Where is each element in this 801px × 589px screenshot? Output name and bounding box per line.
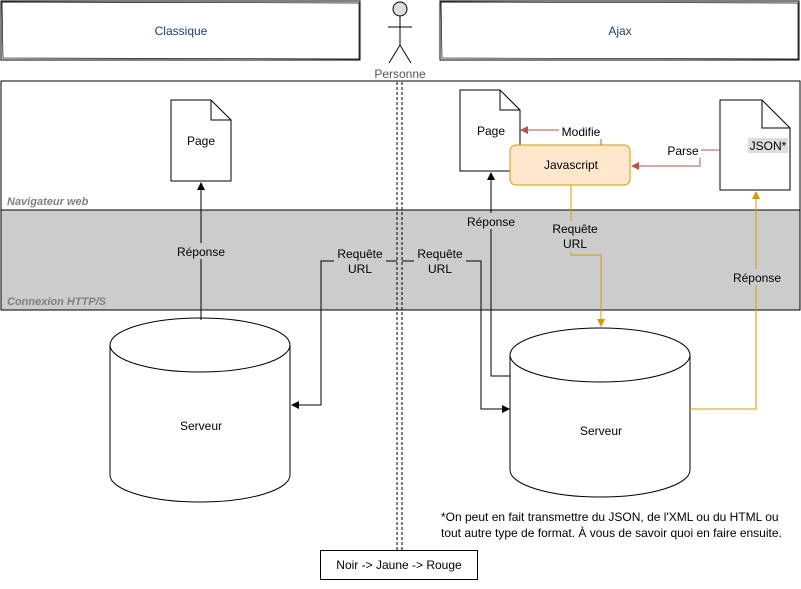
header-classique-label: Classique xyxy=(155,24,208,38)
modify-label-bg xyxy=(559,124,603,139)
classic-server-cylinder: Serveur xyxy=(109,317,291,503)
modify-label: Modifie xyxy=(562,125,601,139)
javascript-box: Javascript xyxy=(509,144,631,186)
http-band xyxy=(0,209,801,311)
ajax-response-label: Réponse xyxy=(467,215,515,229)
ajax-server-cylinder: Serveur xyxy=(509,327,691,498)
classic-server-label: Serveur xyxy=(180,419,222,433)
person-actor-icon xyxy=(388,1,412,64)
header-classique: Classique xyxy=(0,0,361,61)
header-ajax: Ajax xyxy=(439,0,800,61)
footnote: *On peut en fait transmettre du JSON, de… xyxy=(441,510,782,540)
header-ajax-label: Ajax xyxy=(608,24,631,38)
color-legend: Noir -> Jaune -> Rouge xyxy=(320,550,478,580)
json-response-arrow xyxy=(690,191,760,410)
classic-request-label-1: Requête xyxy=(337,247,383,261)
js-request-bg xyxy=(548,221,600,252)
ajax-page-document: Page xyxy=(459,89,521,172)
classic-page-label: Page xyxy=(187,134,215,148)
js-request-label-1: Requête xyxy=(552,222,598,236)
actor-label: Personne xyxy=(374,67,426,81)
ajax-server-label: Serveur xyxy=(580,424,622,438)
ajax-request-label-2: URL xyxy=(428,262,452,276)
parse-label-bg xyxy=(663,143,701,158)
json-label-bg xyxy=(748,138,788,153)
js-request-label-2: URL xyxy=(563,237,587,251)
classic-request-label-2: URL xyxy=(348,262,372,276)
json-label: JSON* xyxy=(750,139,787,153)
json-document: JSON* xyxy=(719,99,791,191)
zone-http-label: Connexion HTTP/S xyxy=(7,296,107,308)
ajax-response-bg xyxy=(463,213,519,229)
ajax-response-arrow xyxy=(487,172,510,377)
ajax-request-label-1: Requête xyxy=(417,247,463,261)
javascript-label: Javascript xyxy=(544,158,599,172)
classic-request-bg xyxy=(334,246,386,276)
json-response-bg xyxy=(730,269,784,285)
js-request-arrow xyxy=(570,185,605,327)
ajax-request-bg xyxy=(414,246,466,276)
classic-response-label: Réponse xyxy=(177,245,225,259)
classic-response-bg xyxy=(172,243,230,259)
zone-browser-label: Navigateur web xyxy=(7,196,89,208)
ajax-page-label: Page xyxy=(477,124,505,138)
classic-page-document: Page xyxy=(170,99,232,182)
json-response-label: Réponse xyxy=(733,271,781,285)
parse-label: Parse xyxy=(667,144,699,158)
